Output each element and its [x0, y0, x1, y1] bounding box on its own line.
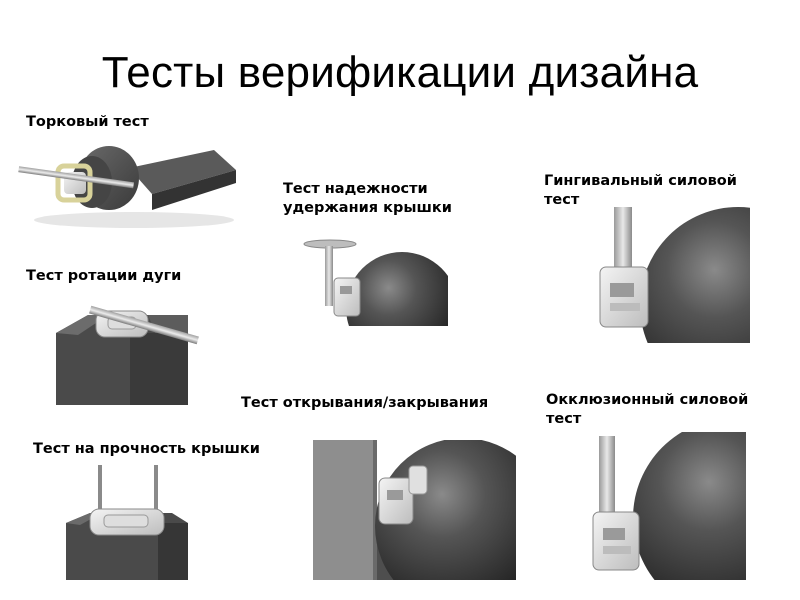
label-arch-rotation-test: Тест ротации дуги [26, 268, 182, 284]
gingival-force-test-illustration [590, 195, 752, 345]
label-cap-strength-test: Тест на прочность крышки [33, 441, 260, 457]
label-occlusal-line2: тест [546, 411, 582, 427]
label-occlusal-line1: Окклюзионный силовой [546, 392, 749, 408]
arch-rotation-test-illustration [48, 293, 208, 408]
page-title: Тесты верификации дизайна [101, 48, 699, 97]
cap-strength-test-illustration [62, 465, 192, 580]
occlusal-force-test-illustration [583, 432, 748, 582]
torque-test-illustration [14, 138, 244, 233]
label-cap-retention-test: Тест надежности удержания крышки [283, 180, 452, 218]
label-gingival-force-test: Гингивальный силовой тест [544, 172, 737, 210]
label-gingival-line1: Гингивальный силовой [544, 173, 737, 189]
open-close-test-illustration [313, 440, 518, 580]
label-gingival-line2: тест [544, 192, 580, 208]
label-cap-retention-line1: Тест надежности [283, 181, 428, 197]
cap-retention-test-illustration [300, 236, 450, 328]
label-occlusal-force-test: Окклюзионный силовой тест [546, 391, 748, 429]
label-open-close-test: Тест открывания/закрывания [241, 395, 489, 411]
label-torque-test: Торковый тест [26, 114, 149, 130]
label-cap-retention-line2: удержания крышки [283, 200, 452, 216]
